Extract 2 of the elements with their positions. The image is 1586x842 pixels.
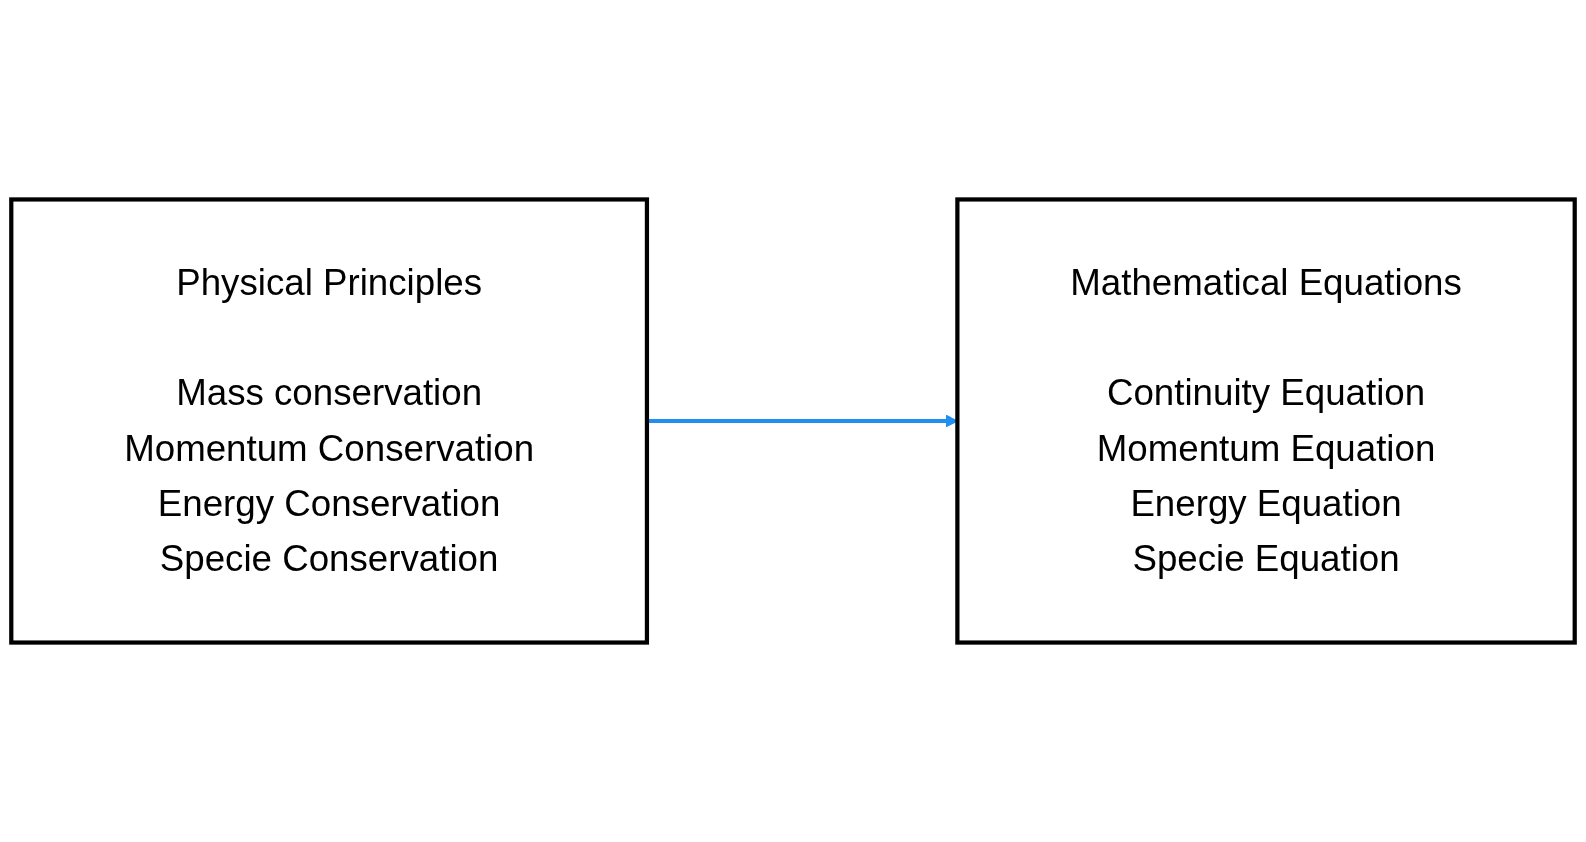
node-box: Mathematical Equations Continuity Equation Momentum Equation Energy Equation Specie Equation [955,197,1577,645]
node-box: Physical Principles Mass conservation Momentum Conservation Energy Conservation Specie Conservation [9,197,650,645]
